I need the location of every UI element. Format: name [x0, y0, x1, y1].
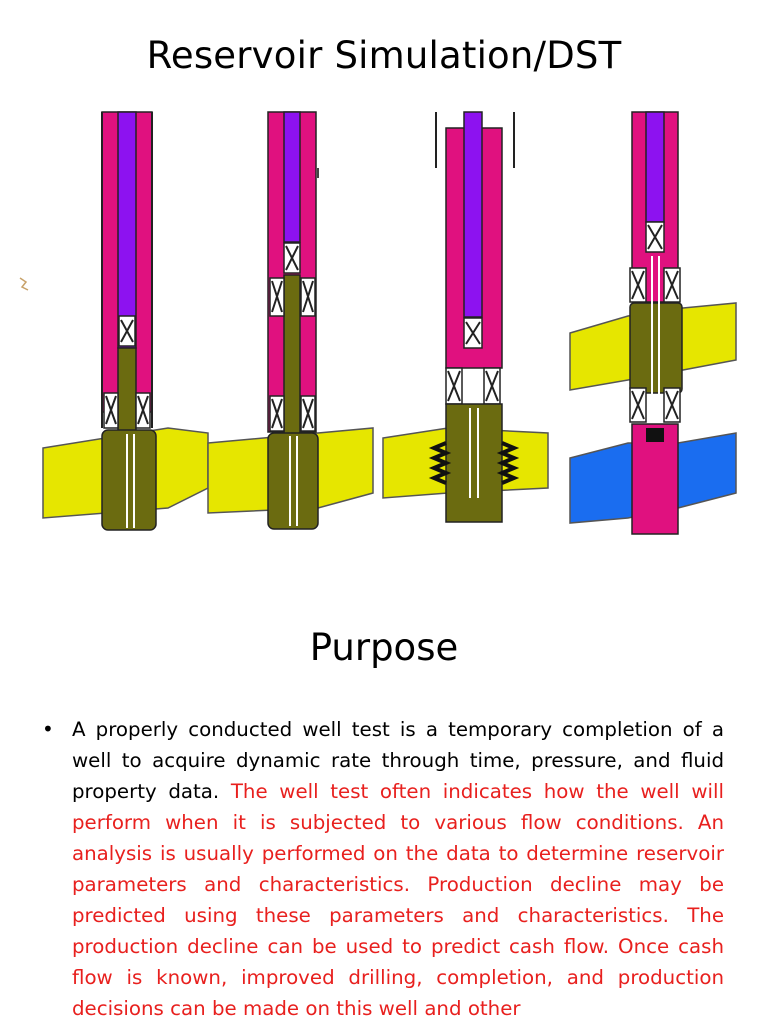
bullet-marker: •: [42, 717, 54, 741]
purpose-paragraph: A properly conducted well test is a temp…: [72, 714, 724, 1024]
well-diagram-3: [382, 111, 549, 523]
purpose-text-plain: A properly conducted well test is a temp…: [72, 718, 724, 803]
slide-title: Reservoir Simulation/DST: [146, 34, 622, 77]
purpose-bullet-item: • A properly conducted well test is a te…: [42, 714, 724, 1024]
purpose-text-highlight: The well test often indicates how the we…: [72, 780, 724, 1020]
section-title-purpose: Purpose: [309, 626, 459, 669]
well-diagram-4: [569, 111, 737, 535]
well-diagram-2: [207, 111, 374, 530]
well-diagram-1: [42, 111, 209, 531]
dst-well-diagram: [18, 98, 750, 558]
